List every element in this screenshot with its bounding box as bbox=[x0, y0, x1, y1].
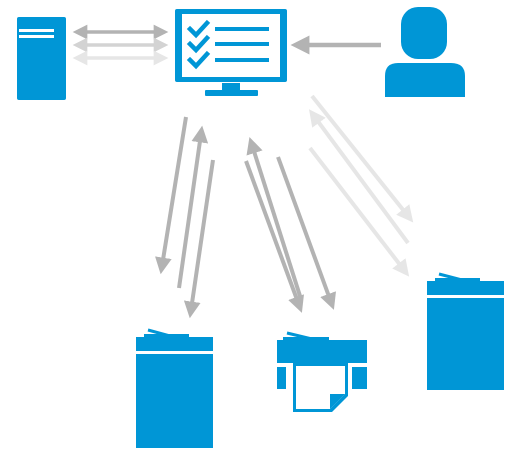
arrows-monitor-printer-middle bbox=[244, 136, 337, 313]
arrow-monitor-mfp-right-down bbox=[310, 94, 414, 223]
multifunction-printer-icon bbox=[136, 328, 213, 448]
arrow-mfp-right-monitor-up bbox=[309, 109, 410, 245]
server-tower-icon bbox=[17, 17, 66, 100]
arrow-monitor-mfp-left-down-2 bbox=[183, 159, 215, 319]
arrows-server-monitor bbox=[72, 24, 169, 66]
multifunction-printer-icon-right bbox=[427, 272, 504, 390]
printer-paper-icon bbox=[277, 331, 367, 415]
user-icon bbox=[385, 7, 465, 97]
arrow-monitor-mfp-right-down-2 bbox=[308, 146, 410, 277]
arrows-monitor-mfp-right bbox=[308, 94, 414, 277]
arrow-monitor-printer-middle-down bbox=[244, 160, 304, 313]
checklist-icon bbox=[186, 19, 269, 70]
arrow-monitor-mfp-left-down bbox=[155, 116, 188, 275]
arrows-monitor-mfp-left bbox=[155, 116, 215, 319]
monitor-checklist-icon bbox=[175, 9, 287, 96]
arrow-printer-middle-monitor-up bbox=[246, 136, 302, 297]
arrow-mfp-left-monitor-up bbox=[177, 125, 209, 289]
arrow-monitor-printer-middle-down-2 bbox=[276, 156, 337, 310]
